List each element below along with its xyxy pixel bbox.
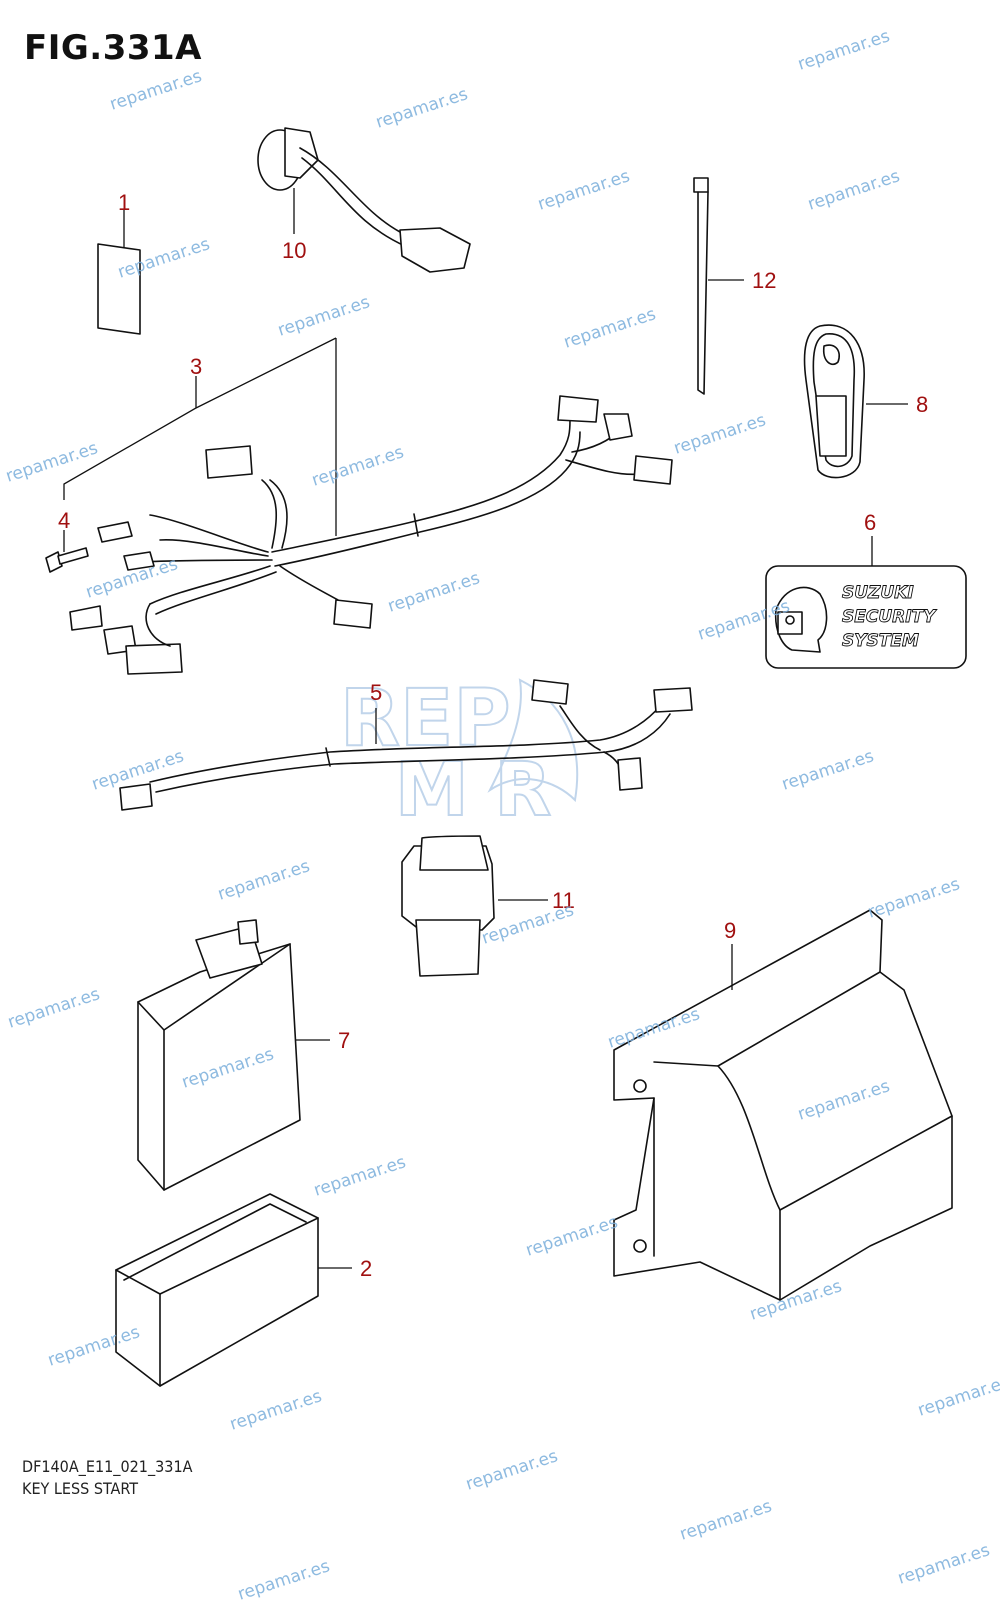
callout-8: 8 — [916, 392, 928, 417]
figure-title: FIG.331A — [24, 28, 202, 68]
part-9-box — [613, 909, 953, 1301]
callout-6: 6 — [864, 510, 876, 535]
watermark-text: repamar.es — [795, 26, 892, 75]
figure-name: KEY LESS START — [22, 1479, 139, 1498]
watermark-text: repamar.es — [107, 66, 204, 115]
badge-line-1: SUZUKI — [842, 583, 914, 603]
part-7-control-module — [137, 919, 330, 1191]
callout-3: 3 — [190, 354, 202, 379]
watermark-text: repamar.es — [865, 874, 962, 923]
watermark-text: repamar.es — [5, 984, 102, 1033]
watermark-text: repamar.es — [561, 304, 658, 353]
watermark-text: repamar.es — [385, 568, 482, 617]
callout-labels: 1 2 3 4 5 6 7 8 9 10 11 12 — [58, 190, 928, 1281]
watermark-text: repamar.es — [373, 84, 470, 133]
callout-5: 5 — [370, 680, 382, 705]
watermark-text: repamar.es — [677, 1496, 774, 1545]
watermark-text: repamar.es — [309, 442, 406, 491]
callout-7: 7 — [338, 1028, 350, 1053]
callout-4: 4 — [58, 508, 70, 533]
watermark-text: repamar.es — [523, 1212, 620, 1261]
badge-line-3: SYSTEM — [842, 631, 919, 651]
figure-footer: DF140A_E11_021_331A KEY LESS START — [22, 1456, 192, 1500]
part-11-switch — [401, 835, 548, 977]
watermark-text: repamar.es — [115, 234, 212, 283]
part-4-pin — [45, 530, 89, 573]
watermark-text: repamar.es — [215, 856, 312, 905]
figure-code: DF140A_E11_021_331A — [22, 1457, 193, 1476]
watermark-text: repamar.es — [463, 1446, 560, 1495]
watermark-text: repamar.es — [235, 1556, 332, 1600]
part-8-key-fob — [803, 324, 908, 479]
callout-11: 11 — [552, 888, 575, 913]
watermark-text: repamar.es — [895, 1540, 992, 1589]
watermark-text: repamar.es — [671, 410, 768, 459]
watermark-text: repamar.es — [227, 1386, 324, 1435]
watermark-text: repamar.es — [311, 1152, 408, 1201]
callout-12: 12 — [752, 268, 776, 293]
part-5-secondary-harness — [119, 679, 693, 811]
part-6-security-badge: SUZUKI SECURITY SYSTEM — [765, 536, 967, 669]
badge-line-2: SECURITY — [842, 607, 937, 627]
callout-9: 9 — [724, 918, 736, 943]
part-1-card — [97, 210, 141, 335]
callout-1: 1 — [118, 190, 130, 215]
part-3-main-harness — [63, 337, 673, 675]
part-12-cable-tie — [693, 177, 744, 395]
callout-10: 10 — [282, 238, 306, 263]
callout-2: 2 — [360, 1256, 372, 1281]
part-2-holder — [115, 1193, 352, 1387]
watermark-text: repamar.es — [805, 166, 902, 215]
watermark-text: repamar.es — [779, 746, 876, 795]
watermark-text: repamar.es — [275, 292, 372, 341]
watermark-text: repamar.es — [915, 1372, 1000, 1421]
part-10-switch-harness — [257, 127, 471, 273]
watermark-text: repamar.es — [3, 438, 100, 487]
watermark-text: repamar.es — [535, 166, 632, 215]
